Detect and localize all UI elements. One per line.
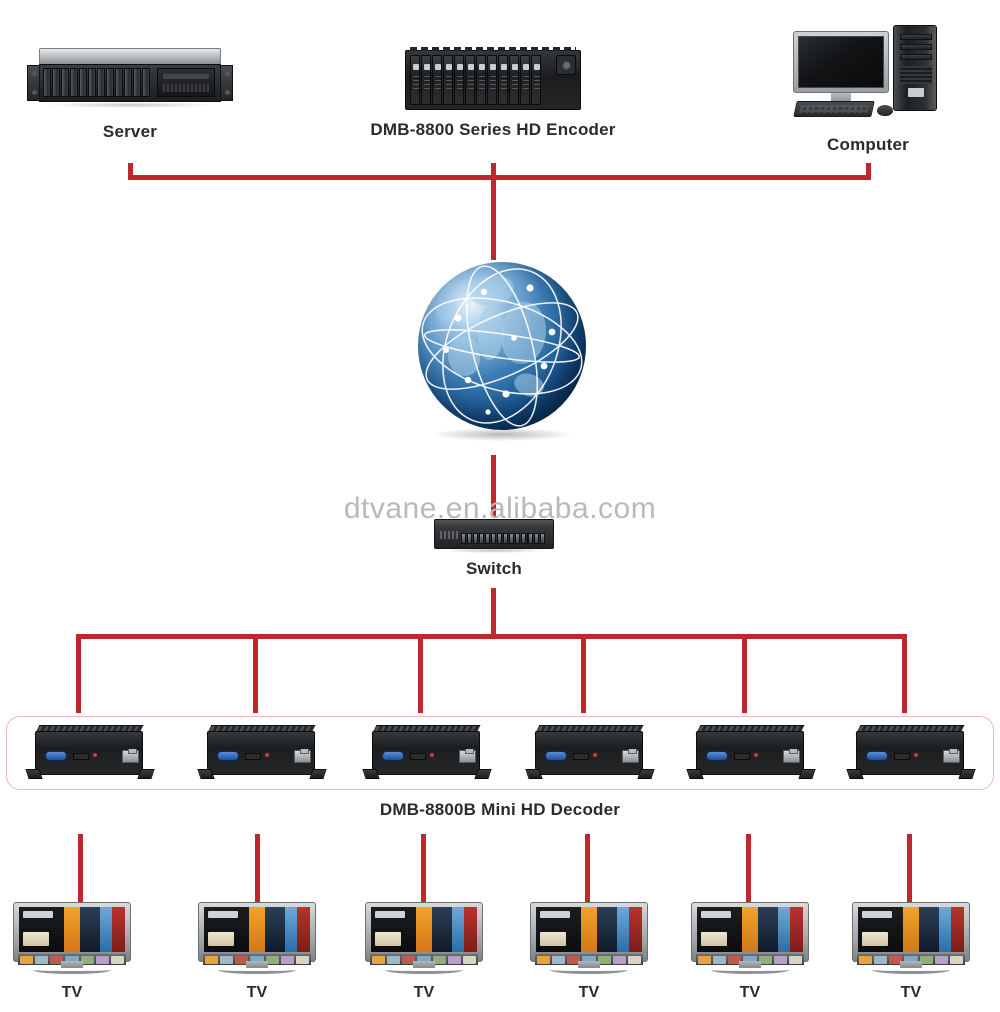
wire-tv-drop-5 [746, 834, 751, 904]
desktop-computer-icon [793, 25, 943, 121]
node-label-tv-3: TV [413, 984, 435, 1001]
wire-computer-drop [866, 163, 871, 180]
node-label-tv-4: TV [578, 984, 600, 1001]
wire-tv-drop-2 [255, 834, 260, 904]
node-label-computer: Computer [827, 135, 909, 154]
wire-decoder-drop-4 [581, 634, 586, 713]
server-rack-icon [27, 48, 233, 110]
wire-switch-to-bus [491, 588, 496, 636]
node-tv-4[interactable]: TV [530, 902, 648, 1002]
wire-bus-to-globe [491, 175, 496, 260]
wire-tv-drop-1 [78, 834, 83, 904]
node-decoder-1[interactable] [25, 725, 155, 781]
node-tv-5[interactable]: TV [691, 902, 809, 1002]
node-tv-2[interactable]: TV [198, 902, 316, 1002]
wire-tv-drop-4 [585, 834, 590, 904]
globe-network-icon [418, 262, 586, 430]
wire-decoder-drop-2 [253, 634, 258, 713]
node-label-tv-6: TV [900, 984, 922, 1001]
wire-encoder-drop [491, 163, 496, 180]
television-icon [198, 902, 316, 974]
globe-mesh-lines [421, 265, 583, 427]
node-decoder-5[interactable] [686, 725, 816, 781]
television-icon [852, 902, 970, 974]
decoder-group-container [6, 716, 994, 790]
wire-tv-drop-6 [907, 834, 912, 904]
node-decoder-2[interactable] [197, 725, 327, 781]
node-internet-globe[interactable] [418, 262, 588, 442]
wire-decoder-drop-1 [76, 634, 81, 713]
node-label-encoder: DMB-8800 Series HD Encoder [370, 120, 616, 139]
wire-server-drop [128, 163, 133, 180]
wire-decoder-drop-6 [902, 634, 907, 713]
wire-decoder-drop-5 [742, 634, 747, 713]
wire-globe-to-switch [491, 455, 496, 517]
node-label-tv-5: TV [739, 984, 761, 1001]
rack-chassis-encoder-icon [405, 47, 581, 110]
node-tv-3[interactable]: TV [365, 902, 483, 1002]
node-decoder-4[interactable] [525, 725, 655, 781]
television-icon [530, 902, 648, 974]
node-label-switch: Switch [466, 559, 522, 578]
wire-tv-drop-3 [421, 834, 426, 904]
node-decoder-6[interactable] [846, 725, 976, 781]
television-icon [691, 902, 809, 974]
node-label-tv-1: TV [61, 984, 83, 1001]
network-switch-icon [434, 519, 554, 553]
decoder-group-label: DMB-8800B Mini HD Decoder [379, 800, 621, 819]
wire-source-bus [128, 175, 871, 180]
node-label-server: Server [102, 122, 158, 141]
node-server[interactable]: Server [27, 48, 233, 142]
wire-decoder-bus [76, 634, 907, 639]
node-switch[interactable]: Switch [434, 519, 554, 579]
node-decoder-3[interactable] [362, 725, 492, 781]
television-icon [13, 902, 131, 974]
node-encoder[interactable]: DMB-8800 Series HD Encoder [370, 47, 615, 140]
node-label-tv-2: TV [246, 984, 268, 1001]
node-tv-1[interactable]: TV [13, 902, 131, 1002]
wire-decoder-drop-3 [418, 634, 423, 713]
television-icon [365, 902, 483, 974]
node-computer[interactable]: Computer [793, 25, 943, 155]
node-tv-6[interactable]: TV [852, 902, 970, 1002]
